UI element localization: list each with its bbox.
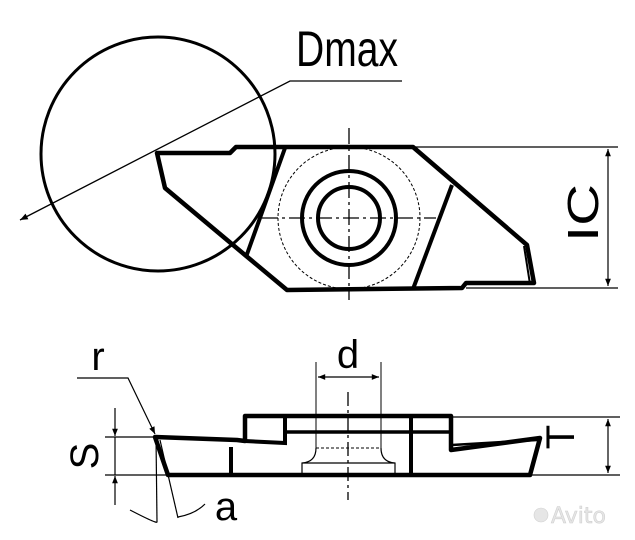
watermark-logo-icon <box>533 507 549 523</box>
alpha-slant <box>159 439 179 519</box>
r-label: r <box>91 335 104 379</box>
ic-label: IC <box>559 184 608 242</box>
r-leader <box>77 377 156 435</box>
alpha-vertical <box>155 436 158 523</box>
watermark-text: Avito <box>551 504 606 529</box>
watermark: Avito <box>533 504 606 529</box>
inner-slope <box>451 438 538 447</box>
top-view <box>19 35 618 300</box>
insert-outline <box>154 144 537 293</box>
tip-notch <box>523 245 531 285</box>
dmax-leader <box>19 80 402 221</box>
dmax-label: Dmax <box>296 21 398 77</box>
alpha-arc <box>129 503 206 523</box>
alpha-label: a <box>215 485 238 529</box>
d-label: d <box>337 333 359 377</box>
side-view <box>77 362 620 523</box>
t-label: T <box>539 425 583 449</box>
left-edge-line <box>244 147 287 258</box>
s-label: S <box>63 443 107 470</box>
step-block <box>244 416 287 446</box>
dmax-circle <box>39 35 277 273</box>
right-edge-line <box>411 184 454 290</box>
